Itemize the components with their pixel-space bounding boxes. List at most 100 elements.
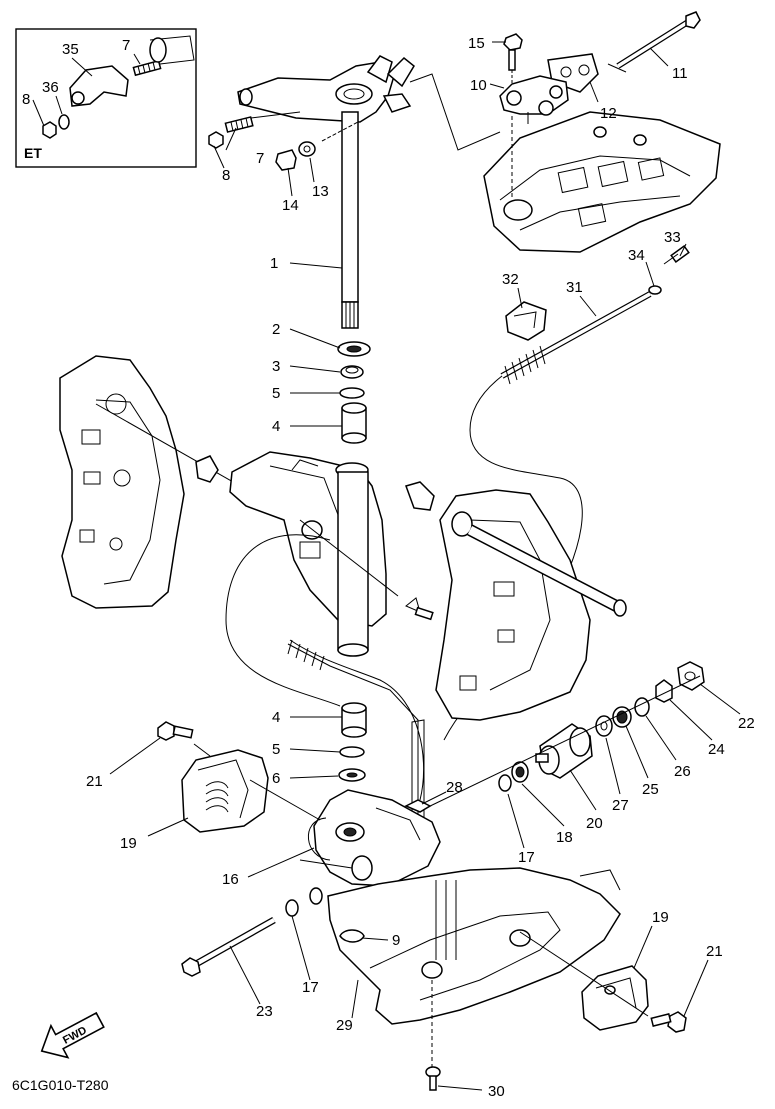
callout-7: 7: [256, 150, 264, 167]
callout-36: 36: [42, 79, 59, 96]
callout-16: 16: [222, 871, 239, 888]
callout-9: 9: [392, 932, 400, 949]
fwd-label: FWD: [61, 1024, 89, 1046]
bushing-icon: [341, 402, 367, 444]
bolt-icon: [181, 916, 276, 977]
o-ring-icon: [339, 387, 365, 399]
callout-6: 6: [272, 770, 280, 787]
callout-14: 14: [282, 197, 299, 214]
grease-hose-assembly: [443, 245, 690, 741]
inset-tag-et: ET: [24, 145, 42, 161]
lower-mount-hardware: [404, 661, 705, 813]
right-clamp-bracket: [435, 489, 627, 721]
callout-labels: 1 2 3 5 4 4 5 6 7 8 9 10 11 12 13 14 15 …: [86, 35, 755, 1100]
callout-5-upper: 5: [272, 385, 280, 402]
lower-bushing-stack: [338, 702, 367, 782]
washer-icon: [634, 697, 650, 717]
callout-19-right: 19: [652, 909, 669, 926]
callout-35: 35: [62, 41, 79, 58]
screw-icon: [414, 606, 434, 621]
inset-detail-box: 35 7 36 8 ET: [15, 28, 197, 168]
upper-bushing-stack: [337, 341, 371, 444]
callout-4-lower: 4: [272, 709, 280, 726]
callout-30: 30: [488, 1083, 505, 1100]
upper-mount-hardware: [499, 11, 701, 124]
lower-bracket: [309, 867, 621, 1070]
callout-18: 18: [556, 829, 573, 846]
bolt-icon: [650, 1011, 687, 1033]
nut-icon: [677, 661, 705, 691]
bolt-icon: [157, 721, 194, 741]
callout-1: 1: [270, 255, 278, 272]
leader-lines: [109, 41, 741, 1091]
collar-icon: [511, 761, 529, 783]
swivel-bracket: [195, 451, 435, 801]
callout-32: 32: [502, 271, 519, 288]
clip-icon: [339, 929, 365, 943]
drawing-code: 6C1G010-T280: [12, 1077, 109, 1093]
callout-19-left: 19: [120, 835, 137, 852]
callout-23: 23: [256, 1003, 273, 1020]
long-bolt: [181, 899, 299, 977]
callout-28: 28: [446, 779, 463, 796]
left-clamp-bracket: [59, 355, 301, 609]
bushing-icon: [340, 365, 364, 379]
screw-icon: [663, 245, 690, 265]
damper-icon: [535, 723, 593, 779]
washer-icon: [337, 341, 371, 357]
callout-13: 13: [312, 183, 329, 200]
left-mount-cover: [157, 721, 321, 833]
forward-direction-arrow: FWD: [40, 1011, 105, 1059]
bolt-icon: [503, 33, 523, 84]
callout-22: 22: [738, 715, 755, 732]
callout-10: 10: [470, 77, 487, 94]
callout-8: 8: [222, 167, 230, 184]
callout-24: 24: [708, 741, 725, 758]
callout-29: 29: [336, 1017, 353, 1034]
callout-8-inset: 8: [22, 91, 30, 108]
washer-icon: [298, 141, 316, 157]
callout-2: 2: [272, 321, 280, 338]
callout-4-upper: 4: [272, 418, 280, 435]
bolt-icon: [607, 11, 701, 73]
screw-30: [425, 1066, 441, 1091]
callout-11: 11: [672, 65, 688, 82]
callout-3: 3: [272, 358, 280, 375]
washer-icon: [498, 774, 512, 792]
callout-15: 15: [468, 35, 485, 52]
callout-12: 12: [600, 105, 617, 122]
bushing-icon: [195, 455, 219, 483]
callout-34: 34: [628, 247, 645, 264]
lower-mount-housing: [299, 789, 441, 887]
callout-17-left: 17: [302, 979, 319, 996]
nut-icon: [655, 679, 673, 703]
nut-icon: [42, 121, 57, 139]
callout-26: 26: [674, 763, 691, 780]
callout-7-inset: 7: [122, 37, 130, 54]
callout-21-left: 21: [86, 773, 103, 790]
bushing-icon: [341, 702, 367, 738]
callout-17-right: 17: [518, 849, 535, 866]
washer-icon: [612, 706, 632, 728]
stud-icon: [224, 116, 254, 133]
callout-27: 27: [612, 797, 629, 814]
steering-shaft-assembly: [237, 55, 501, 329]
screw-icon: [425, 1066, 441, 1091]
bushing-icon: [405, 481, 435, 511]
callout-31: 31: [566, 279, 583, 296]
callout-33: 33: [664, 229, 681, 246]
callout-20: 20: [586, 815, 603, 832]
right-mount-cover: [519, 931, 687, 1033]
callout-5-lower: 5: [272, 741, 280, 758]
wire-harness: [225, 534, 425, 831]
upper-mount-plate: [483, 111, 721, 253]
nut-icon: [275, 149, 297, 171]
callout-25: 25: [642, 781, 659, 798]
washer-icon: [338, 768, 366, 782]
stud-icon: [132, 59, 162, 77]
callout-21-right: 21: [706, 943, 723, 960]
washer-icon: [285, 899, 299, 917]
o-ring-icon: [339, 746, 365, 758]
steering-arm-fasteners: [208, 111, 359, 171]
